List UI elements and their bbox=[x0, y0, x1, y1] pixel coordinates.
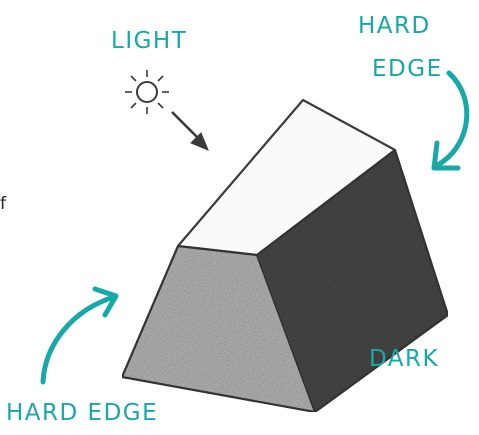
hard-edge-label-line1: HARD bbox=[358, 15, 431, 38]
hard-edge-bottom-label: HARD EDGE bbox=[6, 402, 158, 425]
curved-arrow-icon bbox=[43, 289, 116, 382]
dark-label: DARK bbox=[369, 348, 439, 371]
arrow-down-right-icon bbox=[172, 112, 208, 150]
edge-text-fragment: f bbox=[0, 196, 6, 213]
sun-icon bbox=[125, 70, 169, 114]
light-label: LIGHT bbox=[111, 30, 187, 53]
curved-arrow-icon bbox=[434, 73, 467, 168]
hard-edge-label-line2: EDGE bbox=[372, 58, 443, 81]
